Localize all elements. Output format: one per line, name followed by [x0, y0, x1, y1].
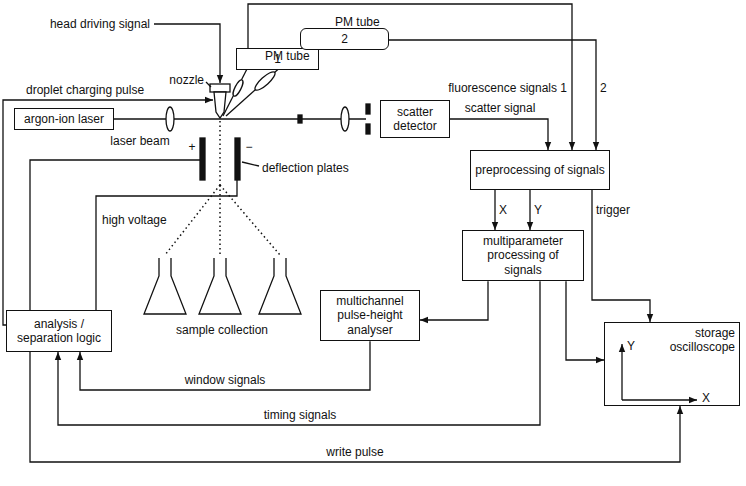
annotation-label: −: [245, 140, 252, 154]
axis-line: [621, 344, 622, 400]
node-text: analysis / separation logic: [11, 317, 107, 346]
lens: [341, 107, 349, 131]
process-box: multiparameter processing of signals: [462, 230, 584, 281]
process-box: preprocessing of signals: [470, 150, 610, 190]
laser-box: argon-ion laser: [14, 108, 114, 130]
collection-flask: [259, 258, 301, 314]
signal-label: Y: [534, 203, 542, 217]
laser-beam-line: [114, 118, 366, 120]
collection-flask: [199, 258, 241, 314]
node-text: 2: [341, 32, 348, 46]
annotation-label: droplet charging pulse: [26, 83, 144, 97]
aperture: [366, 104, 370, 114]
pm-tube: PM tube2: [300, 28, 389, 50]
collection-flask: [144, 258, 186, 314]
logic-box: analysis / separation logic: [6, 310, 112, 352]
deflection-plate: [200, 138, 205, 180]
signal-line: [30, 352, 680, 462]
annotation-label: 2: [600, 81, 607, 95]
node-heading: PM tube: [335, 15, 380, 29]
detector-box: scatter detector: [380, 100, 450, 138]
droplet-stream: [219, 185, 221, 255]
annotation-label: nozzle: [169, 73, 204, 87]
oscilloscope-box: storage oscilloscope: [604, 322, 740, 406]
signal-line: [592, 190, 650, 322]
node-text: preprocessing of signals: [475, 163, 604, 177]
deflection-plate: [235, 138, 240, 180]
annotation-label: high voltage: [102, 213, 167, 227]
signal-label: window signals: [185, 373, 266, 387]
filter-disc: [253, 69, 278, 92]
node-text: argon-ion laser: [24, 112, 104, 126]
signal-label: trigger: [596, 203, 630, 217]
droplet-charging-wire: [3, 100, 213, 325]
node-text: scatter detector: [385, 105, 445, 134]
annotation-label: sample collection: [176, 323, 268, 337]
annotation-label: +: [188, 140, 195, 154]
signal-label: write pulse: [326, 445, 383, 459]
node-text: multichannel pulse-height analyser: [325, 294, 415, 337]
signal-line: [529, 190, 530, 230]
annotation-label: X: [702, 391, 710, 405]
annotation-label: fluorescence signals 1: [448, 81, 567, 95]
droplet-stream: [219, 121, 221, 185]
high-voltage-wire: [30, 160, 200, 310]
annotation-label: laser beam: [110, 134, 169, 148]
high-voltage-wire: [96, 180, 237, 310]
analyser-box: multichannel pulse-height analyser: [320, 290, 420, 341]
axis-line: [622, 399, 697, 400]
annotation-label: Y: [627, 339, 635, 353]
signal-label: timing signals: [264, 408, 337, 422]
signal-line: [566, 281, 604, 360]
signal-label: X: [499, 203, 507, 217]
beam-stop: [298, 115, 302, 123]
node-text: storage oscilloscope: [663, 326, 735, 355]
node-text: multiparameter processing of signals: [467, 234, 579, 277]
lens: [231, 79, 245, 98]
signal-line: [80, 341, 370, 390]
fluorescence-path: [223, 67, 248, 116]
nozzle-cap: [210, 84, 230, 92]
droplet-stream: [220, 185, 280, 255]
signal-line: [420, 281, 488, 320]
leader-line: [206, 82, 211, 87]
signal-line: [450, 119, 548, 150]
aperture: [366, 124, 370, 134]
signal-line: [248, 4, 572, 150]
leader-line: [242, 162, 259, 166]
droplet-stream: [165, 185, 220, 255]
signal-line: [58, 281, 540, 425]
node-heading: PM tube: [265, 49, 310, 63]
signal-line: [494, 190, 495, 230]
pm-tube: PM tube1: [236, 48, 319, 70]
annotation-label: head driving signal: [50, 17, 150, 31]
lens: [166, 107, 174, 131]
annotation-label: deflection plates: [262, 161, 349, 175]
node-text: 1: [274, 52, 281, 66]
signal-label: scatter signal: [465, 101, 536, 115]
